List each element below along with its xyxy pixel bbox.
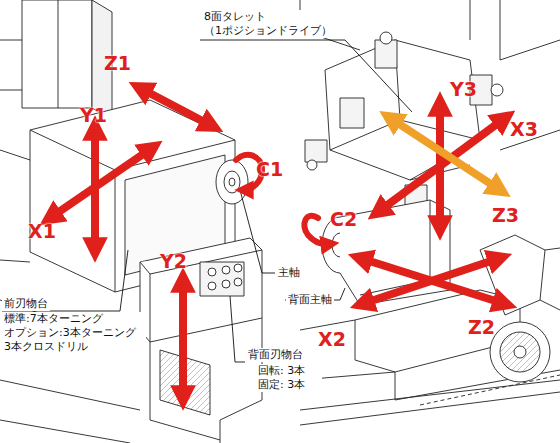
- part-name: 前刃物台: [2, 297, 50, 311]
- part-name: 背面刃物台: [246, 348, 305, 362]
- part-name: 背面主軸: [286, 293, 334, 307]
- axis-label: C1: [256, 160, 283, 179]
- axis-label: Y2: [160, 252, 187, 271]
- axis-label: Z1: [104, 54, 131, 73]
- part-name: 8面タレット （1ポジションドライブ）: [202, 10, 346, 38]
- part-name: 主軸: [276, 266, 302, 280]
- axis-label: X3: [510, 120, 538, 139]
- axis-label: X2: [318, 330, 346, 349]
- axis-label: Z2: [468, 318, 495, 337]
- axis-label: Z3: [492, 206, 519, 225]
- axis-label: Y3: [450, 80, 477, 99]
- axis-label: C2: [330, 210, 357, 229]
- axis-label: X1: [28, 222, 56, 241]
- spec-note: 標準:7本ターニング オプション:3本ターニング 3本クロスドリル: [2, 312, 146, 353]
- spec-note: 回転: 3本 固定: 3本: [256, 364, 322, 392]
- axis-label: Y1: [80, 106, 107, 125]
